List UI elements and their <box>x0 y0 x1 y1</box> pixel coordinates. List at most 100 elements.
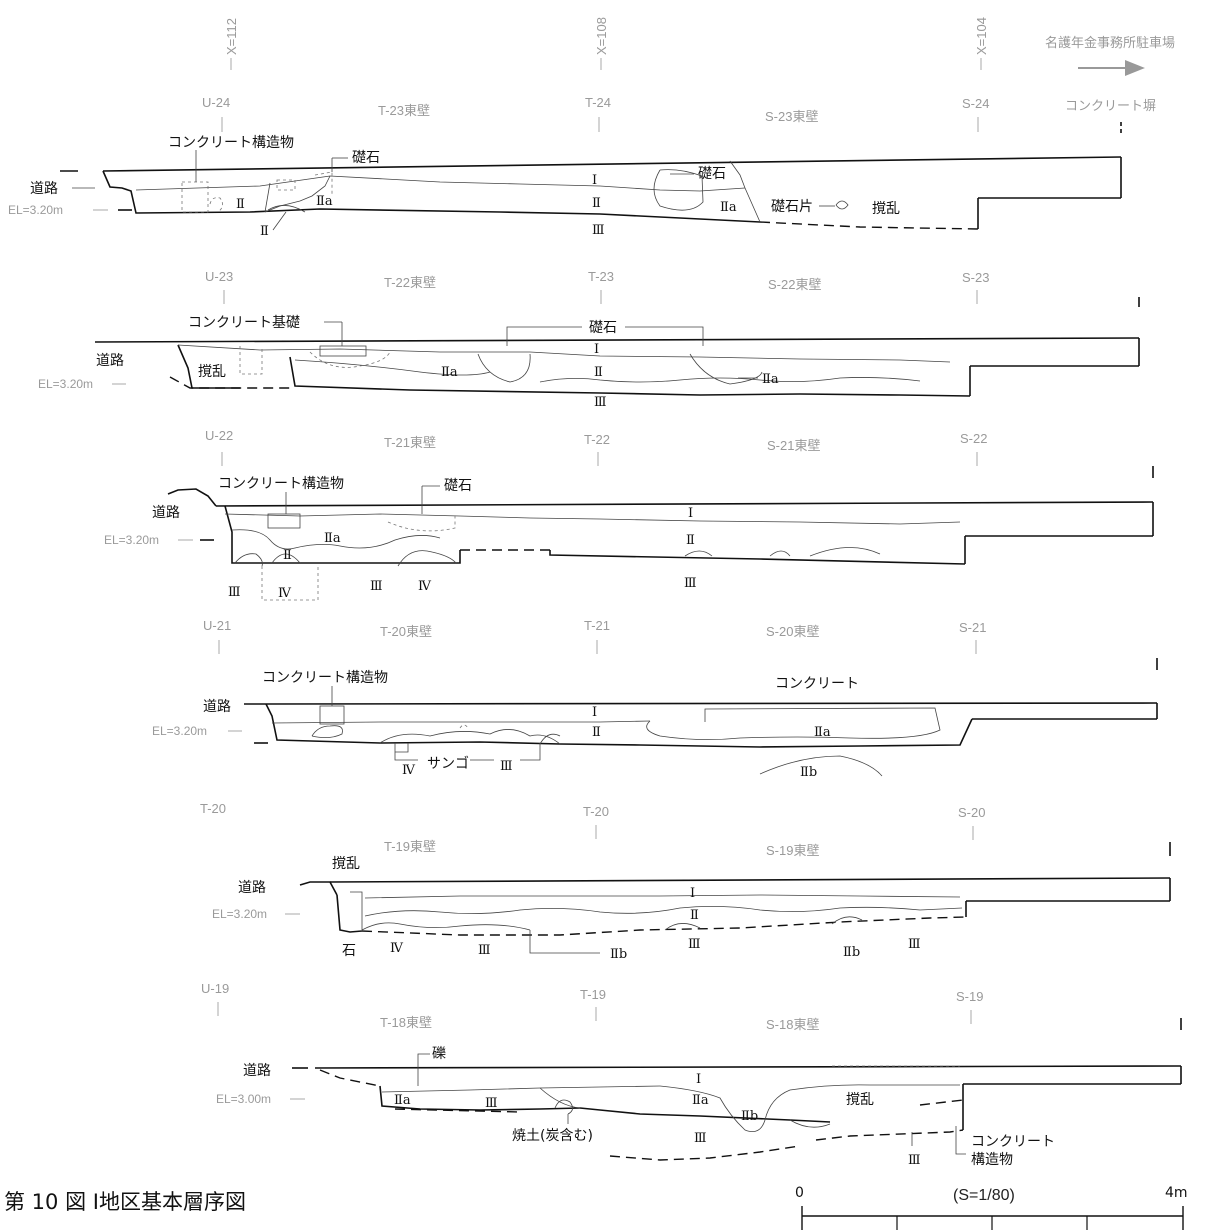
wall-label: T-18東壁 <box>380 1015 432 1030</box>
grid-label: T-24 <box>585 95 611 110</box>
concrete-structure-label: コンクリート構造物 <box>262 670 388 686</box>
grid-label: U-24 <box>202 95 230 110</box>
wall-label: T-22東壁 <box>384 275 436 290</box>
wall-label: T-23東壁 <box>378 103 430 118</box>
disturbance-label: 撹乱 <box>846 1092 874 1108</box>
figure-title: 第 10 図 Ⅰ地区基本層序図 <box>4 1190 246 1214</box>
layer-label: Ⅳ <box>402 763 416 778</box>
elevation-label: EL=3.20m <box>152 724 207 738</box>
layer-label: Ⅲ <box>478 943 491 958</box>
layer-label: Ⅱ <box>260 224 269 239</box>
layer-label: Ⅱ <box>592 196 601 211</box>
grid-label: U-23 <box>205 269 233 284</box>
layer-label: Ⅱa <box>394 1093 411 1108</box>
grid-x108: X=108 <box>594 17 609 55</box>
arrow-right-icon <box>1078 60 1145 76</box>
wall-label: T-20東壁 <box>380 624 432 639</box>
layer-label: Ⅰ <box>592 705 597 720</box>
grid-label: S-19 <box>956 989 983 1004</box>
concrete-label: コンクリート <box>775 676 859 692</box>
grid-label: S-23 <box>962 270 989 285</box>
layer-label: Ⅳ <box>390 941 404 956</box>
wall-label: S-23東壁 <box>765 109 818 124</box>
layer-label: Ⅰ <box>594 342 599 357</box>
wall-label: S-20東壁 <box>766 624 819 639</box>
layer-label: Ⅱ <box>592 725 601 740</box>
elevation-label: EL=3.20m <box>212 907 267 921</box>
layer-label: Ⅲ <box>908 937 921 952</box>
grid-label: S-20 <box>958 805 985 820</box>
layer-label: Ⅲ <box>684 576 697 591</box>
wall-label: S-19東壁 <box>766 843 819 858</box>
elevation-label: EL=3.20m <box>8 203 63 217</box>
layer-label: Ⅱ <box>594 365 603 380</box>
road-label: 道路 <box>203 699 231 715</box>
disturbance-label: 撹乱 <box>332 856 360 872</box>
layer-label: Ⅲ <box>694 1131 707 1146</box>
layer-label: Ⅰ <box>688 506 693 521</box>
layer-label: Ⅲ <box>592 223 605 238</box>
layer-label: Ⅳ <box>418 579 432 594</box>
grid-label: T-21 <box>584 618 610 633</box>
concrete-structure-label: 構造物 <box>971 1152 1013 1168</box>
layer-label: Ⅲ <box>228 585 241 600</box>
elevation-label: EL=3.00m <box>216 1092 271 1106</box>
grid-label: S-22 <box>960 431 987 446</box>
stone-fragment-label: 礎石片 <box>771 199 813 215</box>
grid-label: U-22 <box>205 428 233 443</box>
wall-label: S-18東壁 <box>766 1017 819 1032</box>
gravel-label: 礫 <box>432 1046 446 1062</box>
road-label: 道路 <box>238 880 266 896</box>
concrete-foundation-label: コンクリート基礎 <box>188 314 300 331</box>
layer-label: Ⅱ <box>236 197 245 212</box>
road-label: 道路 <box>30 181 58 197</box>
grid-label: T-19 <box>580 987 606 1002</box>
scale-max-label: 4m <box>1165 1185 1188 1201</box>
coral-label: サンゴ <box>427 755 469 772</box>
grid-label: U-19 <box>201 981 229 996</box>
section-2: U-23 T-22東壁 T-23 S-22東壁 S-23 道路 EL=3.20m… <box>38 269 1140 410</box>
grid-label: T-22 <box>584 432 610 447</box>
section-4: U-21 T-20東壁 T-21 S-20東壁 S-21 道路 EL=3.20m… <box>152 618 1158 780</box>
wall-label: S-21東壁 <box>767 438 820 453</box>
layer-label: Ⅱb <box>741 1109 758 1124</box>
elevation-label: EL=3.20m <box>38 377 93 391</box>
layer-label: Ⅱa <box>441 365 458 380</box>
layer-label: Ⅲ <box>908 1153 921 1168</box>
concrete-structure-label: コンクリート構造物 <box>168 135 294 151</box>
scale-ratio-label: (S=1/80) <box>953 1187 1015 1204</box>
layer-label: Ⅱ <box>690 908 699 923</box>
wall-label: S-22東壁 <box>768 277 821 292</box>
top-grid: X=112 X=108 X=104 名護年金事務所駐車場 <box>224 17 1175 76</box>
disturbance-label: 撹乱 <box>198 364 226 380</box>
layer-label: Ⅱa <box>324 531 341 546</box>
grid-label: U-21 <box>203 618 231 633</box>
disturbance-label: 撹乱 <box>872 201 900 217</box>
grid-label: T-20 <box>200 801 226 816</box>
section-6: U-19 T-18東壁 T-19 S-18東壁 S-19 道路 EL=3.00m… <box>201 981 1182 1168</box>
layer-label: Ⅱa <box>692 1093 709 1108</box>
foundation-stone-label: 礎石 <box>352 150 380 166</box>
layer-label: Ⅲ <box>370 579 383 594</box>
layer-label: Ⅲ <box>485 1096 498 1111</box>
section-1: U-24 T-23東壁 T-24 S-23東壁 S-24 コンクリート塀 道路 … <box>8 95 1156 239</box>
layer-label: Ⅱa <box>762 372 779 387</box>
grid-label: S-21 <box>959 620 986 635</box>
section-5: T-20 T-19東壁 T-20 S-19東壁 S-20 道路 EL=3.20m… <box>200 801 1171 962</box>
scale-bar: 0 (S=1/80) 4m <box>795 1185 1188 1230</box>
concrete-label: コンクリート <box>971 1134 1055 1150</box>
layer-label: Ⅱa <box>720 200 737 215</box>
layer-label: Ⅱb <box>843 945 860 960</box>
layer-label: Ⅱa <box>316 194 333 209</box>
wall-label: T-19東壁 <box>384 839 436 854</box>
burnt-soil-label: 焼土(炭含む) <box>512 1128 593 1144</box>
elevation-label: EL=3.20m <box>104 533 159 547</box>
layer-label: Ⅱ <box>686 533 695 548</box>
grid-x104: X=104 <box>974 17 989 55</box>
direction-note: 名護年金事務所駐車場 <box>1045 35 1175 50</box>
layer-label: Ⅰ <box>690 886 695 901</box>
layer-label: Ⅱ <box>283 548 292 563</box>
concrete-structure-label: コンクリート構造物 <box>218 476 344 492</box>
layer-label: Ⅱb <box>800 765 817 780</box>
